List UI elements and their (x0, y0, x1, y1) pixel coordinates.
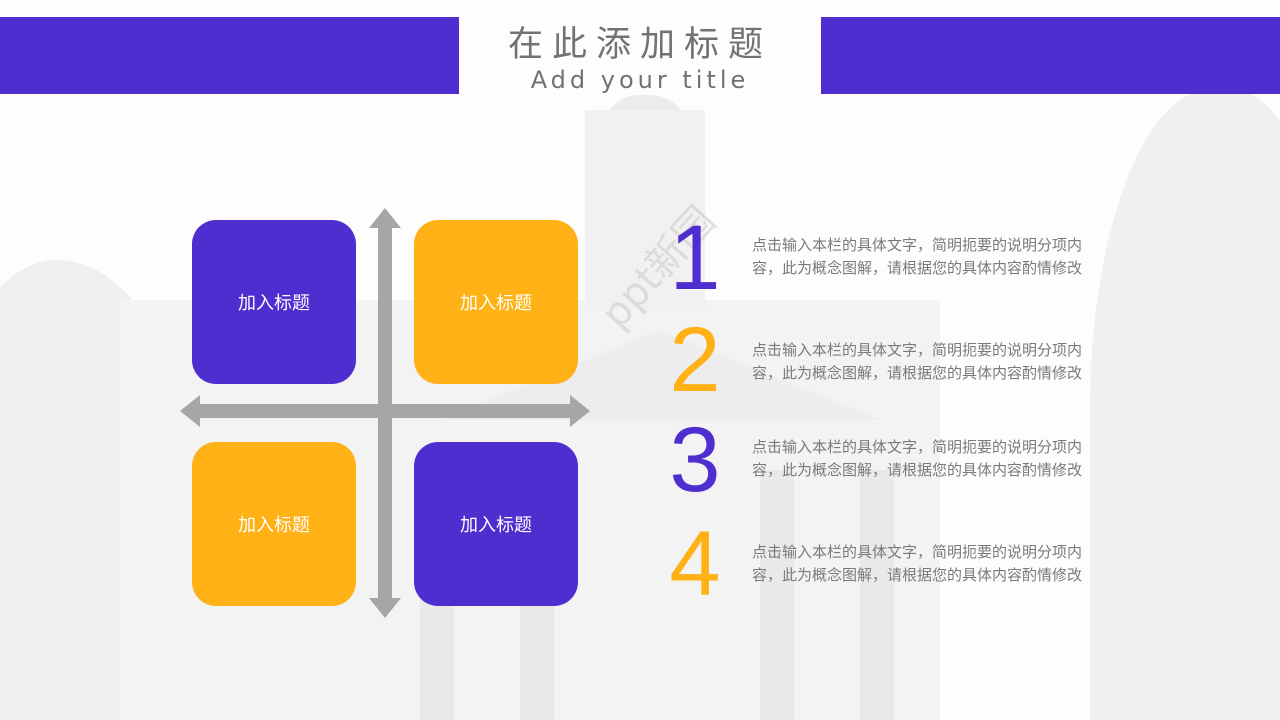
item-description-line: 容，此为概念图解，请根据您的具体内容酌情修改 (752, 461, 1083, 479)
quadrant-tile-bottom-left[interactable]: 加入标题 (192, 442, 356, 606)
item-description-1[interactable]: 点击输入本栏的具体文字，简明扼要的说明分项内 容，此为概念图解，请根据您的具体内… (752, 234, 1112, 280)
background-tree-right (1090, 90, 1280, 720)
background-column (760, 470, 794, 720)
item-number-2: 2 (669, 309, 721, 411)
item-description-line: 点击输入本栏的具体文字，简明扼要的说明分项内 (752, 438, 1083, 456)
item-description-line: 容，此为概念图解，请根据您的具体内容酌情修改 (752, 364, 1083, 382)
item-description-line: 点击输入本栏的具体文字，简明扼要的说明分项内 (752, 236, 1083, 254)
page-title[interactable]: 在此添加标题 (507, 25, 772, 65)
item-number-1: 1 (669, 207, 721, 309)
item-description-line: 点击输入本栏的具体文字，简明扼要的说明分项内 (752, 341, 1083, 359)
title-block[interactable]: 在此添加标题 Add your title (459, 10, 821, 100)
header-bar-right (821, 17, 1280, 94)
item-description-line: 点击输入本栏的具体文字，简明扼要的说明分项内 (752, 543, 1083, 561)
background-tower (585, 110, 705, 310)
arrow-up-icon (369, 208, 401, 228)
arrow-down-icon (369, 598, 401, 618)
quadrant-label: 加入标题 (460, 293, 532, 314)
quadrant-label: 加入标题 (238, 515, 310, 536)
page-subtitle[interactable]: Add your title (530, 66, 750, 94)
quadrant-label: 加入标题 (238, 293, 310, 314)
item-description-line: 容，此为概念图解，请根据您的具体内容酌情修改 (752, 259, 1083, 277)
arrow-right-icon (570, 395, 590, 427)
vertical-axis (378, 226, 392, 602)
quadrant-tile-top-left[interactable]: 加入标题 (192, 220, 356, 384)
quadrant-tile-top-right[interactable]: 加入标题 (414, 220, 578, 384)
item-description-2[interactable]: 点击输入本栏的具体文字，简明扼要的说明分项内 容，此为概念图解，请根据您的具体内… (752, 339, 1112, 385)
item-description-3[interactable]: 点击输入本栏的具体文字，简明扼要的说明分项内 容，此为概念图解，请根据您的具体内… (752, 436, 1112, 482)
quadrant-label: 加入标题 (460, 515, 532, 536)
header-bar-left (0, 17, 459, 94)
arrow-left-icon (180, 395, 200, 427)
item-description-line: 容，此为概念图解，请根据您的具体内容酌情修改 (752, 566, 1083, 584)
item-description-4[interactable]: 点击输入本栏的具体文字，简明扼要的说明分项内 容，此为概念图解，请根据您的具体内… (752, 541, 1112, 587)
item-number-4: 4 (669, 513, 721, 615)
item-number-3: 3 (669, 409, 721, 511)
background-column (860, 470, 894, 720)
quadrant-tile-bottom-right[interactable]: 加入标题 (414, 442, 578, 606)
